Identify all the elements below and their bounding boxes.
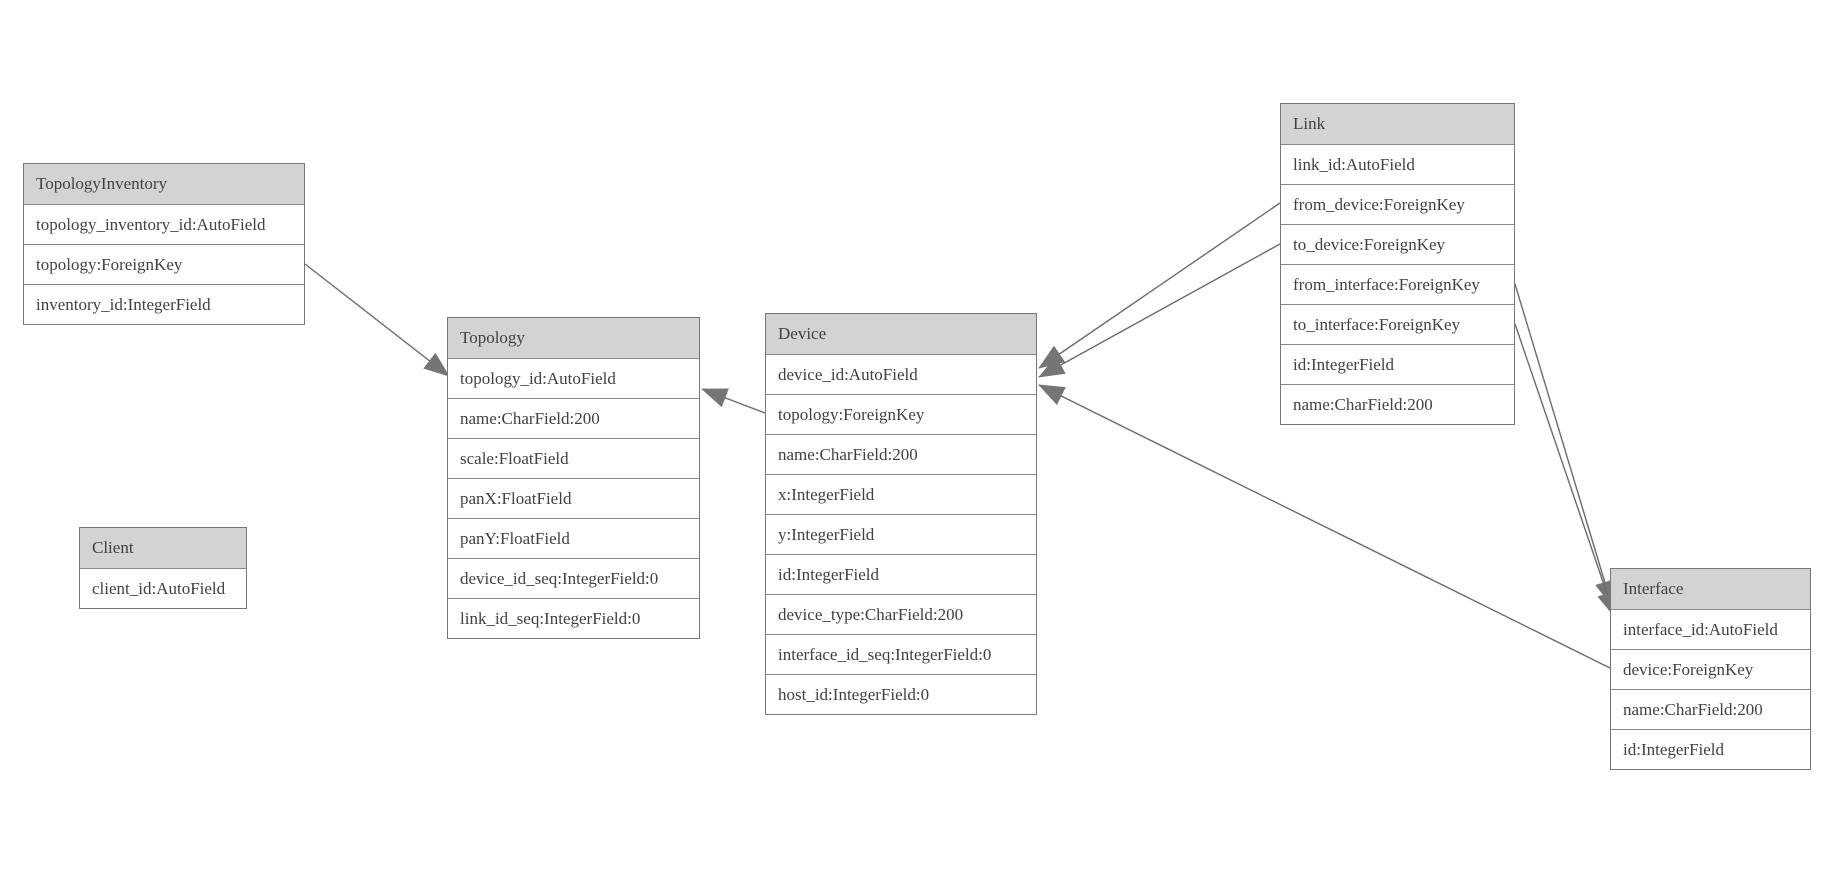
relationship-link-to_device-to-device (1038, 243, 1281, 378)
field-row-panY: panY:FloatField (448, 518, 699, 558)
field-row-to_device: to_device:ForeignKey (1281, 224, 1514, 264)
field-row-device_type: device_type:CharField:200 (766, 594, 1036, 634)
relationship-interface-device-to-device (1038, 384, 1611, 669)
field-row-topology: topology:ForeignKey (24, 244, 304, 284)
field-row-name: name:CharField:200 (448, 398, 699, 438)
field-row-topology_inventory_id: topology_inventory_id:AutoField (24, 204, 304, 244)
field-row-interface_id_seq: interface_id_seq:IntegerField:0 (766, 634, 1036, 674)
field-row-link_id: link_id:AutoField (1281, 144, 1514, 184)
field-row-id: id:IntegerField (1611, 729, 1810, 769)
field-row-panX: panX:FloatField (448, 478, 699, 518)
field-row-host_id: host_id:IntegerField:0 (766, 674, 1036, 714)
field-row-from_interface: from_interface:ForeignKey (1281, 264, 1514, 304)
entity-title: Device (766, 314, 1036, 354)
entity-title: TopologyInventory (24, 164, 304, 204)
relationship-link-from_device-to-device (1038, 202, 1281, 369)
field-row-y: y:IntegerField (766, 514, 1036, 554)
entity-title: Link (1281, 104, 1514, 144)
field-row-device: device:ForeignKey (1611, 649, 1810, 689)
relationship-device-topology-to-topology (701, 388, 766, 414)
field-row-inventory_id: inventory_id:IntegerField (24, 284, 304, 324)
entity-title: Client (80, 528, 246, 568)
entity-title: Topology (448, 318, 699, 358)
relationship-topologyinventory-topology-to-topology (304, 263, 450, 377)
entity-title: Interface (1611, 569, 1810, 609)
relationship-link-to_interface-to-interface (1514, 323, 1617, 618)
field-row-id: id:IntegerField (766, 554, 1036, 594)
field-row-device_id: device_id:AutoField (766, 354, 1036, 394)
field-row-id: id:IntegerField (1281, 344, 1514, 384)
field-row-device_id_seq: device_id_seq:IntegerField:0 (448, 558, 699, 598)
relationship-link-from_interface-to-interface (1514, 283, 1615, 607)
field-row-name: name:CharField:200 (766, 434, 1036, 474)
field-row-to_interface: to_interface:ForeignKey (1281, 304, 1514, 344)
field-row-client_id: client_id:AutoField (80, 568, 246, 608)
field-row-name: name:CharField:200 (1611, 689, 1810, 729)
field-row-topology: topology:ForeignKey (766, 394, 1036, 434)
field-row-name: name:CharField:200 (1281, 384, 1514, 424)
field-row-interface_id: interface_id:AutoField (1611, 609, 1810, 649)
field-row-scale: scale:FloatField (448, 438, 699, 478)
field-row-topology_id: topology_id:AutoField (448, 358, 699, 398)
field-row-link_id_seq: link_id_seq:IntegerField:0 (448, 598, 699, 638)
field-row-x: x:IntegerField (766, 474, 1036, 514)
field-row-from_device: from_device:ForeignKey (1281, 184, 1514, 224)
